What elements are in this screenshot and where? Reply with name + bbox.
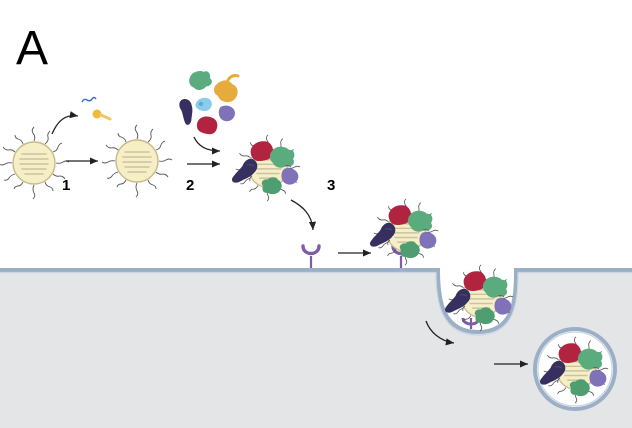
- step-3-label: 3: [327, 177, 335, 194]
- nanoparticle-stripped: [101, 124, 173, 198]
- receptor-bound-nanoparticle: [365, 199, 438, 270]
- cell-interior: [0, 270, 632, 428]
- arrow-protein-adsorption: [193, 136, 221, 155]
- step-2-label: 2: [186, 177, 194, 194]
- arrow-ligand-release: [51, 111, 79, 135]
- step-1-label: 1: [62, 177, 70, 194]
- arrow-to-receptor: [290, 199, 317, 231]
- detached-ligand: [81, 96, 112, 121]
- endosome-vesicle: [533, 327, 617, 411]
- cell-membrane: [0, 268, 632, 335]
- membrane-receptor: [301, 244, 321, 270]
- panel-letter: A: [16, 22, 48, 75]
- serum-proteins-cluster: [174, 67, 240, 136]
- internalizing-nanoparticle: [440, 265, 513, 331]
- nanoparticle-initial: [0, 126, 70, 200]
- arrow-endocytosis: [425, 320, 455, 346]
- corona-nanoparticle: [227, 135, 300, 201]
